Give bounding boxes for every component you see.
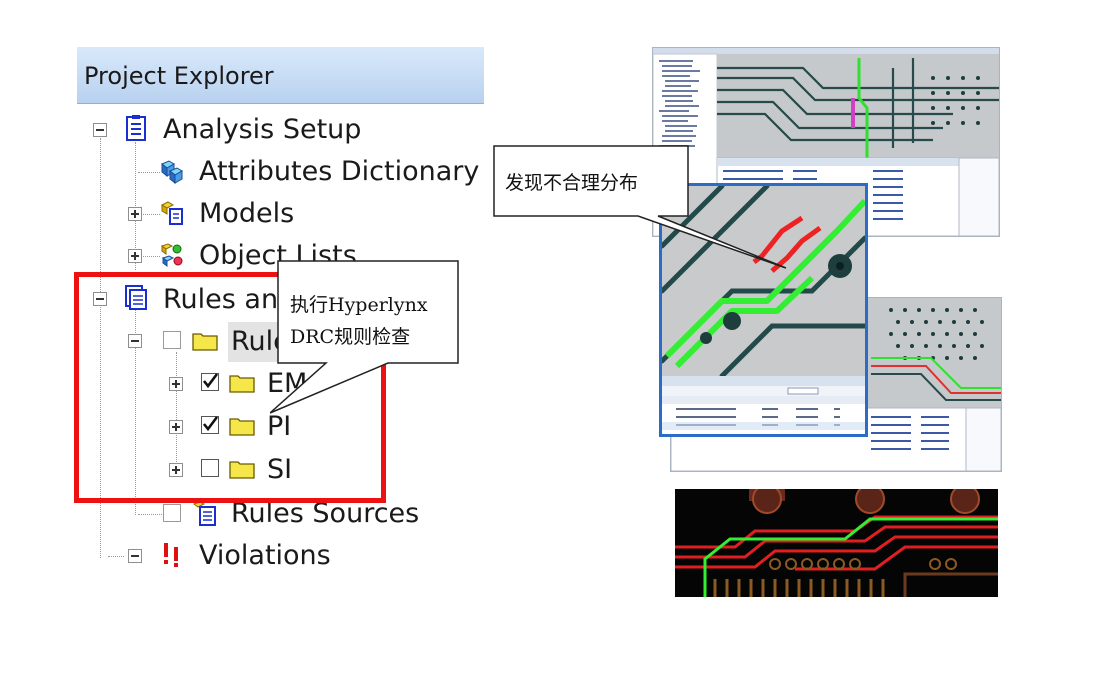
drc-callout-line1: 执行Hyperlynx (290, 294, 428, 316)
tree-item-violations[interactable]: Violations (199, 540, 331, 571)
pi-expander[interactable] (169, 420, 183, 434)
rules-sources-icon (193, 501, 216, 526)
folder-icon (192, 333, 218, 351)
object-lists-expander[interactable] (128, 249, 142, 263)
si-expander[interactable] (169, 463, 183, 477)
folder-icon (229, 461, 255, 479)
project-explorer-header: Project Explorer (77, 47, 484, 104)
highlight-frame (74, 272, 386, 503)
tree-line (135, 310, 136, 515)
tree-item-si[interactable]: SI (267, 454, 293, 485)
found-callout-bubble (493, 145, 787, 269)
project-explorer-title: Project Explorer (84, 62, 274, 90)
cubes-icon (161, 160, 183, 184)
violations-expander[interactable] (128, 549, 142, 563)
folder-icon (229, 375, 255, 393)
tree-line (100, 138, 101, 558)
tree-line (138, 172, 160, 173)
si-checkbox[interactable] (201, 459, 219, 477)
tree-item-rules-sources[interactable]: Rules Sources (231, 498, 420, 529)
tree-line (138, 256, 160, 257)
tree-line (176, 352, 177, 474)
folder-icon (229, 418, 255, 436)
found-callout-text: 发现不合理分布 (505, 172, 639, 194)
rules-sources-checkbox[interactable] (163, 504, 181, 522)
model-icon (160, 201, 183, 225)
zoomed-violation-screenshot (659, 183, 868, 437)
tree-line (138, 514, 162, 515)
clipboard-icon (126, 115, 146, 141)
tree-line (138, 214, 160, 215)
violations-icon (164, 543, 178, 567)
rules-icon (125, 285, 147, 310)
tree-line (135, 142, 136, 270)
check-icon (202, 373, 219, 389)
tree-line (108, 556, 124, 557)
rules-and-expander[interactable] (93, 292, 107, 306)
tree-item-rules-and[interactable]: Rules and (163, 284, 296, 315)
drc-callout-line2: DRC规则检查 (290, 326, 411, 348)
object-list-icon (160, 243, 183, 267)
check-icon (202, 416, 219, 432)
rules-folder-checkbox[interactable] (163, 331, 181, 349)
drc-callout-bubble (270, 260, 459, 414)
tree-item-pi[interactable]: PI (267, 411, 292, 442)
tree-item-analysis-setup[interactable]: Analysis Setup (163, 114, 362, 145)
tree-item-models[interactable]: Models (199, 198, 295, 229)
tree-item-attributes-dictionary[interactable]: Attributes Dictionary (199, 156, 480, 187)
emi-expander[interactable] (169, 377, 183, 391)
models-expander[interactable] (128, 207, 142, 221)
pcb-layout-image (675, 489, 998, 597)
rules-folder-expander[interactable] (128, 334, 142, 348)
analysis-setup-expander[interactable] (93, 123, 107, 137)
